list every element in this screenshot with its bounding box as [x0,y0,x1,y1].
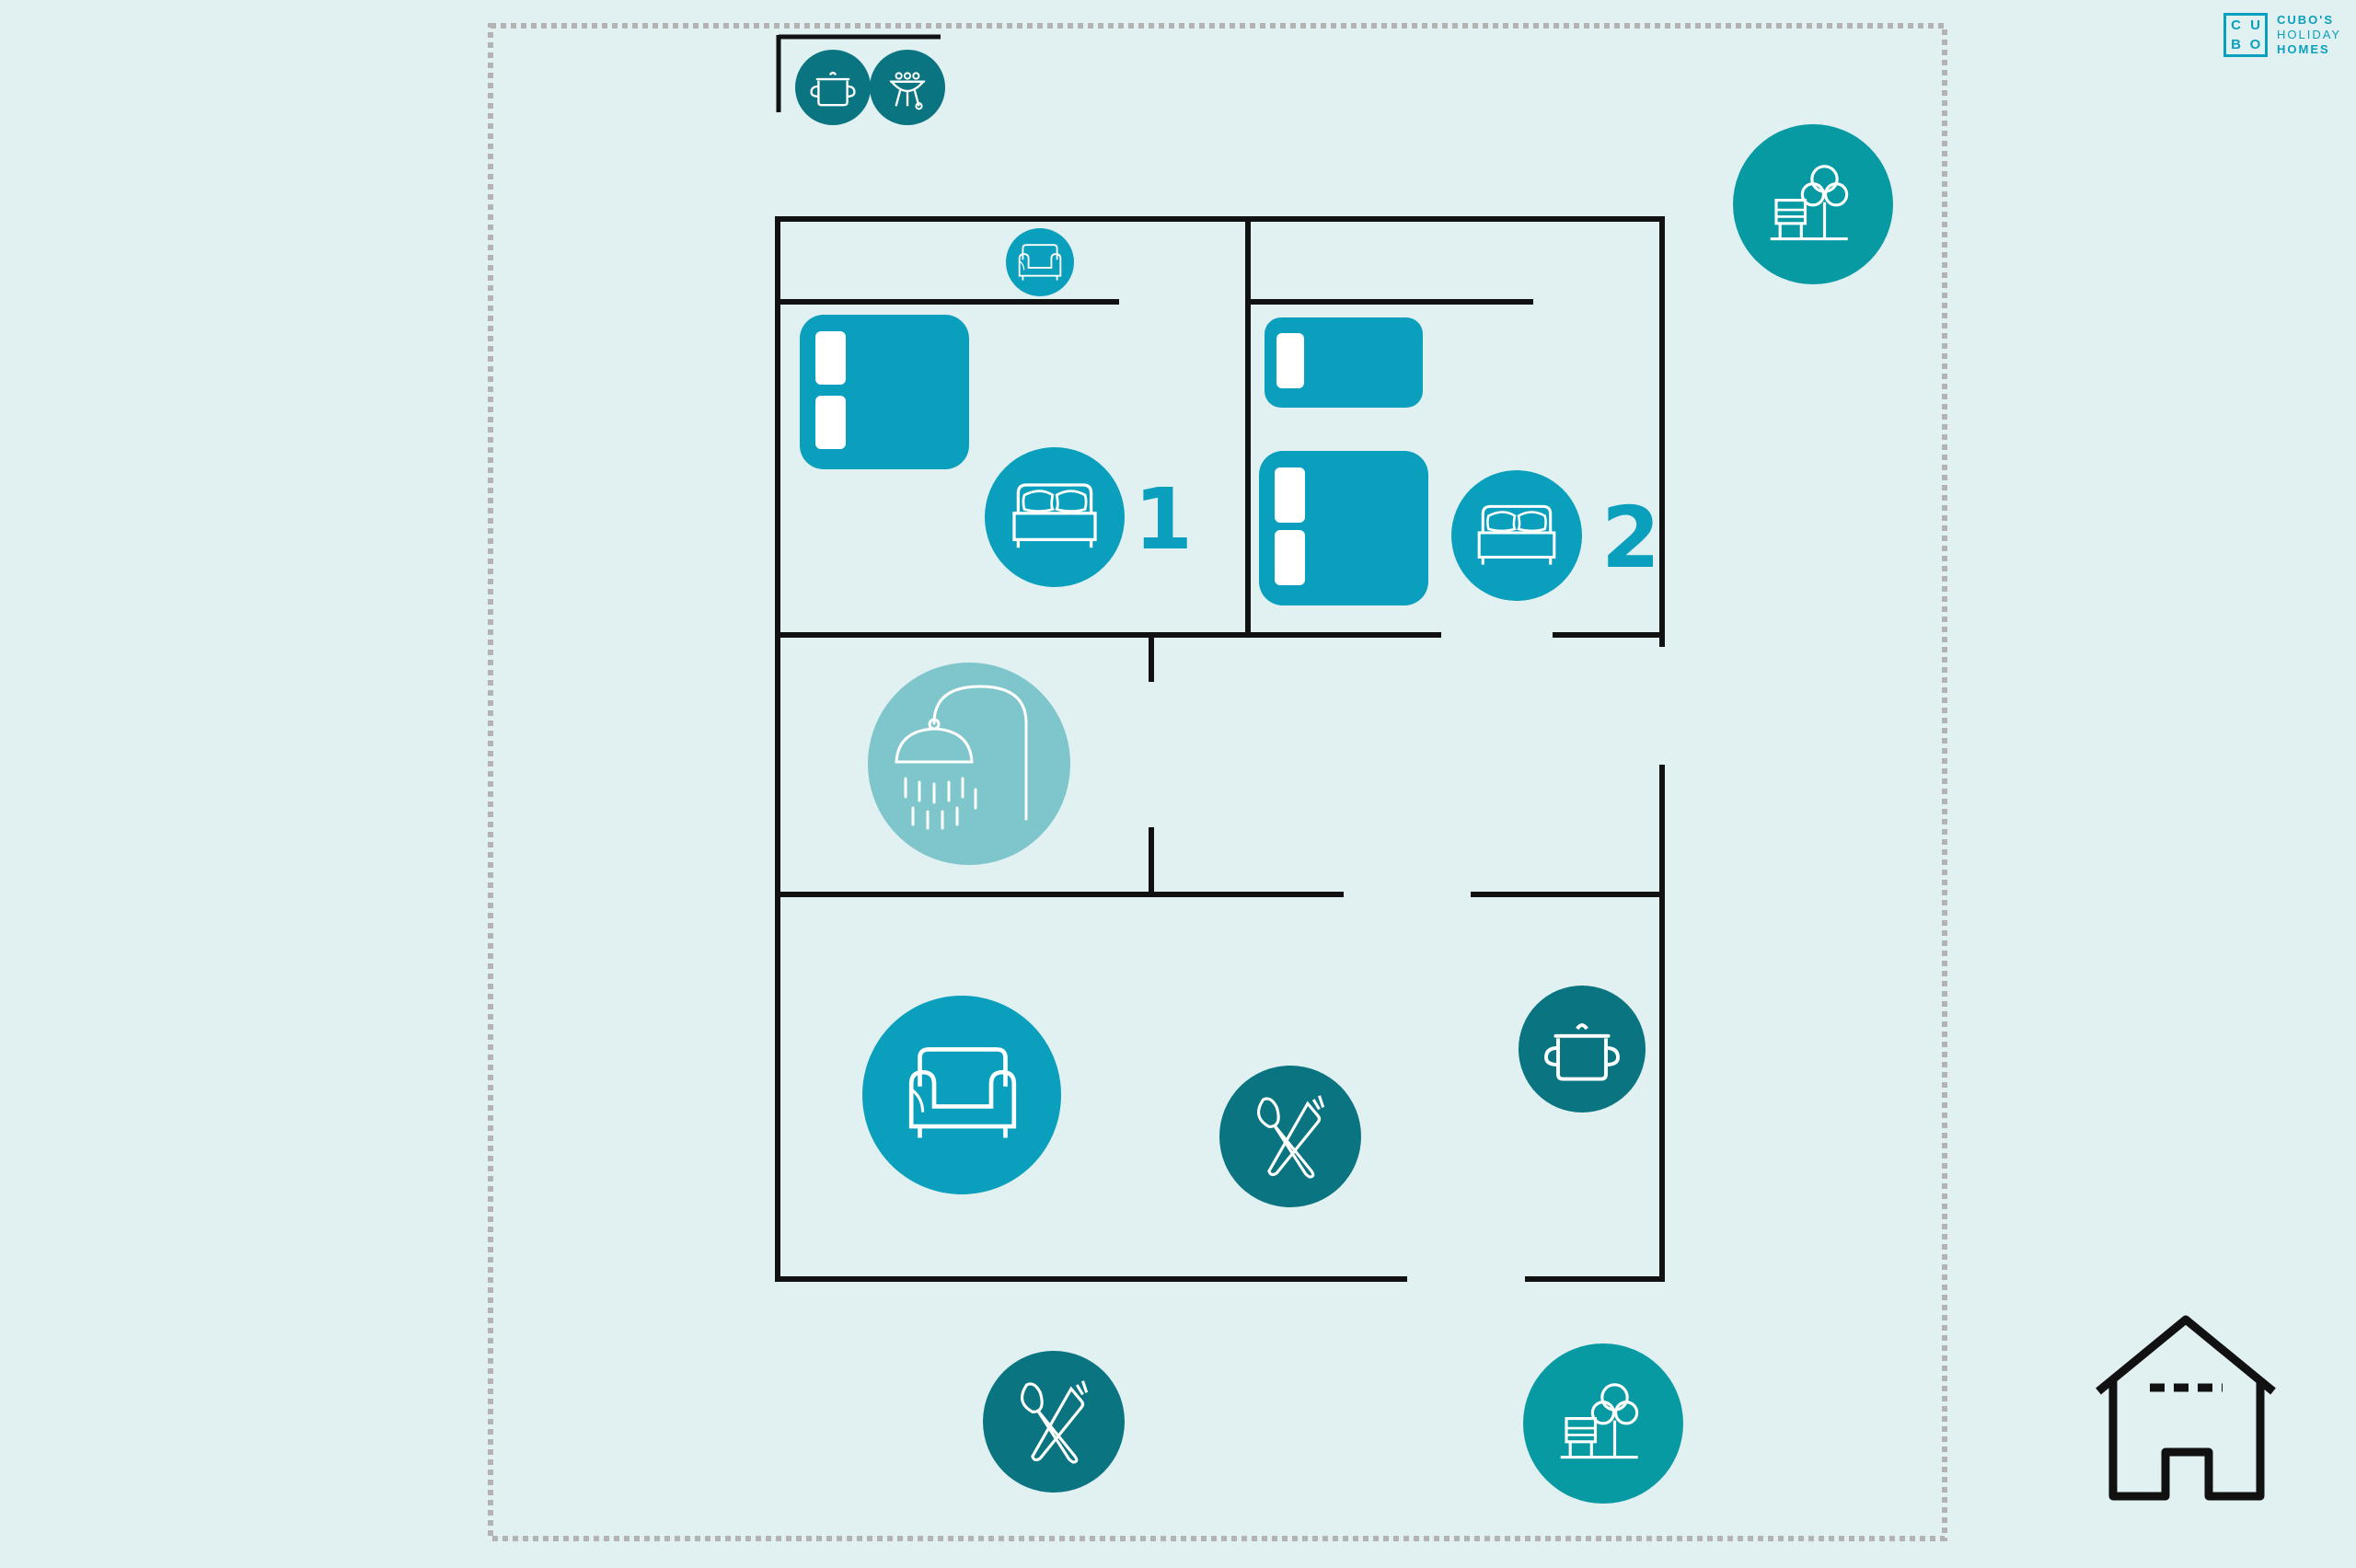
logo-mark: C U B O [2223,13,2268,57]
bedroom-2-bed-icon [1451,470,1582,601]
bedroom-1-bed [800,315,969,469]
house-icon [2096,1315,2276,1501]
barbecue-grill [870,50,945,125]
logo-letter: U [2250,17,2260,33]
logo-letter: O [2249,37,2261,52]
garden-area-top [1733,124,1893,284]
bedroom-1-bed-icon [985,447,1125,587]
bedroom-1-number: 1 [1134,470,1193,569]
armchair-small [1006,228,1074,296]
house-walls [775,216,1665,1282]
logo-letter: B [2231,37,2241,52]
logo-line-1: CUBO'S [2277,13,2335,27]
bbq-nook-walls [776,34,941,112]
kitchen-pot [1519,986,1646,1113]
dining-area [1219,1066,1361,1207]
bedroom-2-number: 2 [1601,489,1660,587]
logo-line-2: HOLIDAY [2277,28,2342,41]
bedroom-2-single-bed [1265,317,1423,408]
bathroom-shower [868,663,1070,865]
logo-wordmark: CUBO'S HOLIDAY HOMES [2277,13,2341,57]
outdoor-dining [983,1351,1125,1493]
outdoor-kitchen-pot [795,50,871,125]
living-room-sofa [862,996,1061,1194]
logo-line-3: HOMES [2277,42,2330,56]
cubos-logo: C U B O CUBO'S HOLIDAY HOMES [2223,13,2341,57]
property-boundary [488,23,1947,1541]
garden-area-bottom [1523,1343,1683,1504]
bedroom-2-double-bed [1259,451,1428,605]
logo-letter: C [2231,17,2241,33]
